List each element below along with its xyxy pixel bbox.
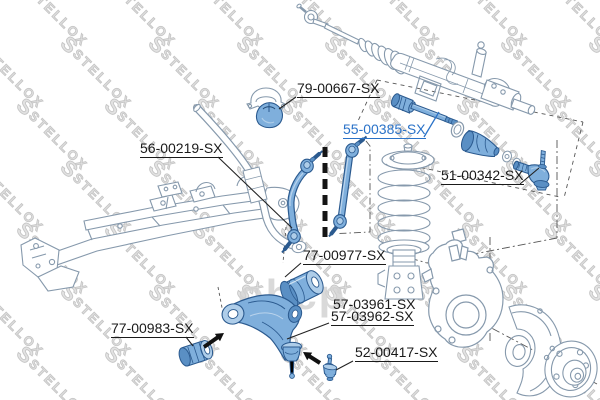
part-label-51-00342-SX: 51-00342-SX [441, 167, 524, 185]
steering-rack-outline [296, 3, 536, 115]
wheel-hub-outline [543, 340, 598, 398]
part-label-77-00983-SX: 77-00983-SX [111, 320, 194, 338]
stabilizer-link-straight-part [328, 135, 368, 238]
control-arm-part [221, 294, 303, 379]
steering-knuckle-outline [421, 228, 504, 348]
ball-joint-part [322, 353, 338, 381]
arrow-icon [303, 352, 322, 365]
stabilizer-link-curved-part [281, 150, 324, 254]
replacement-arrows [202, 333, 322, 365]
part-label-52-00417-SX: 52-00417-SX [355, 344, 438, 362]
part-label-57-03962-SX: 57-03962-SX [331, 308, 414, 326]
variant-divider-dashes [322, 147, 328, 237]
tie-rod-end-part [513, 149, 550, 191]
part-label-55-00385-SX[interactable]: 55-00385-SX [343, 121, 426, 139]
strut-spring-outline [377, 143, 435, 300]
part-label-56-00219-SX: 56-00219-SX [140, 140, 223, 158]
inner-tie-rod-part [390, 93, 459, 127]
leader-lines [185, 96, 540, 371]
part-label-79-00667-SX: 79-00667-SX [297, 80, 380, 98]
control-arm-rear-bushing-part [280, 270, 324, 309]
part-label-77-00977-SX: 77-00977-SX [303, 247, 386, 265]
steering-boot-part [460, 129, 500, 158]
o-ring-outline [450, 121, 465, 138]
stabilizer-bar-outline [193, 104, 307, 254]
stabilizer-bushing-part [255, 102, 283, 129]
part-label-57-03961-SX: 57-03961-SX [333, 296, 416, 312]
arrow-icon [202, 333, 224, 349]
